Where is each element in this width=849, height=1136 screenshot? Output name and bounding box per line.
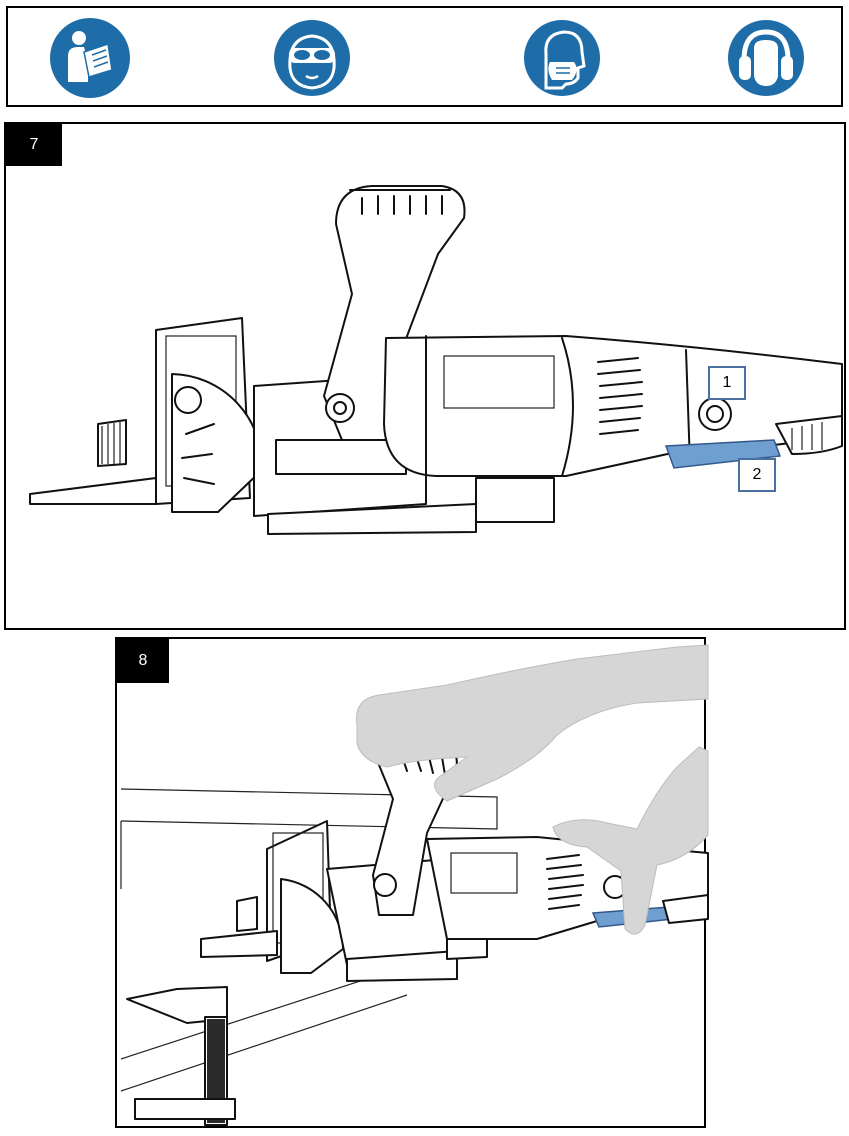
read-manual-icon [48, 16, 132, 100]
figure-8-panel: 8 [115, 637, 709, 1128]
biscuit-joiner-side-view [29, 185, 843, 535]
figure-number: 7 [6, 124, 62, 166]
figure-number: 8 [117, 639, 169, 683]
ear-protection-icon [726, 18, 806, 98]
safety-icons-panel [6, 6, 843, 107]
figure-7-panel: 7 [4, 122, 846, 630]
biscuit-joiner-in-use-illustration [120, 644, 709, 1126]
callout-1: 1 [708, 366, 746, 400]
callout-2: 2 [738, 458, 776, 492]
safety-goggles-icon [272, 18, 352, 98]
dust-mask-icon [522, 18, 602, 98]
